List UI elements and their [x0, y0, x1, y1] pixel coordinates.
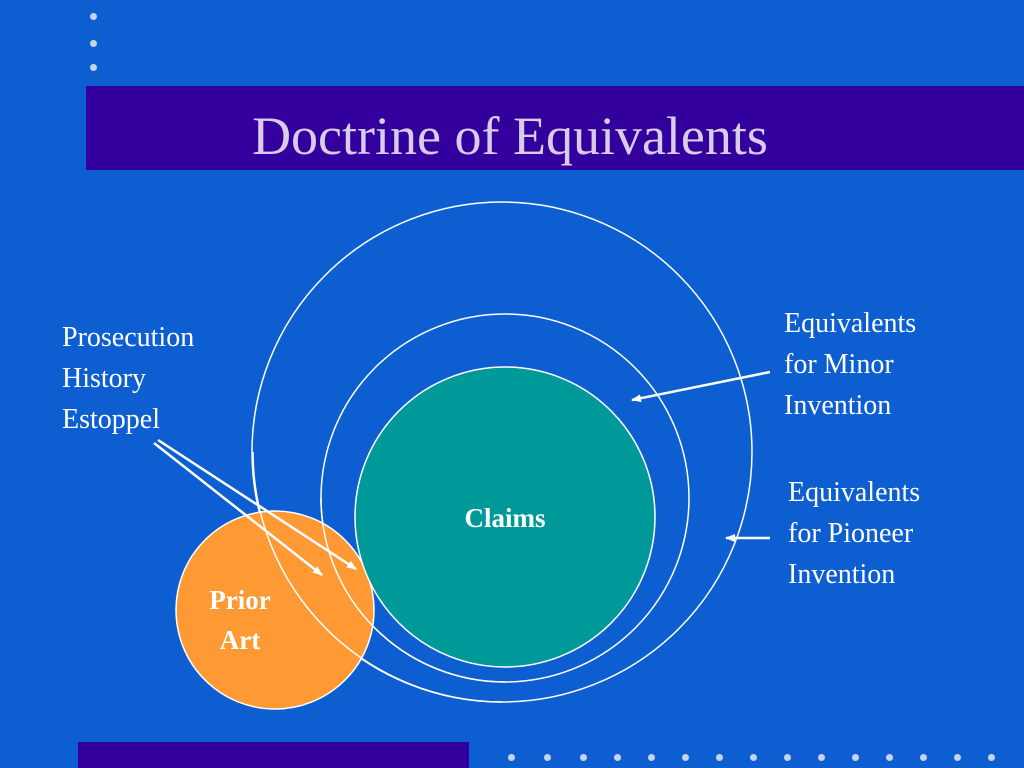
decor-dot	[648, 754, 655, 761]
decor-dot	[886, 754, 893, 761]
decor-dot	[90, 40, 97, 47]
slide-title: Doctrine of Equivalents	[252, 106, 768, 166]
decor-dot	[716, 754, 723, 761]
decor-dot	[920, 754, 927, 761]
minor-invention-arrow	[631, 370, 771, 403]
pioneer-invention-label: Equivalents for Pioneer Invention	[788, 477, 921, 590]
decor-dot	[580, 754, 587, 761]
decor-dot	[508, 754, 515, 761]
decor-dot	[750, 754, 757, 761]
prior-art-label: Prior Art	[209, 585, 271, 655]
claims-label: Claims	[464, 503, 546, 533]
claims-circle	[354, 366, 656, 668]
prosecution-history-estoppel-label: Prosecution History Estoppel	[62, 322, 195, 435]
bottom-bar	[78, 742, 469, 768]
decor-dot	[682, 754, 689, 761]
decor-dot	[784, 754, 791, 761]
estoppel-arrow-1	[153, 442, 323, 576]
decor-dot	[954, 754, 961, 761]
minor-invention-label: Equivalents for Minor Invention	[784, 308, 917, 421]
title-bar: Doctrine of Equivalents	[86, 86, 1024, 170]
decor-dot	[90, 64, 97, 71]
decor-dot	[544, 754, 551, 761]
decor-dot	[614, 754, 621, 761]
pioneer-invention-circle-overlay	[252, 451, 503, 703]
decor-dot	[852, 754, 859, 761]
decor-dot	[818, 754, 825, 761]
minor-invention-circle-overlay	[320, 497, 506, 683]
prior-art-circle	[175, 510, 375, 710]
decor-dot	[988, 754, 995, 761]
estoppel-arrow-2	[157, 438, 357, 571]
decor-dot	[90, 13, 97, 20]
